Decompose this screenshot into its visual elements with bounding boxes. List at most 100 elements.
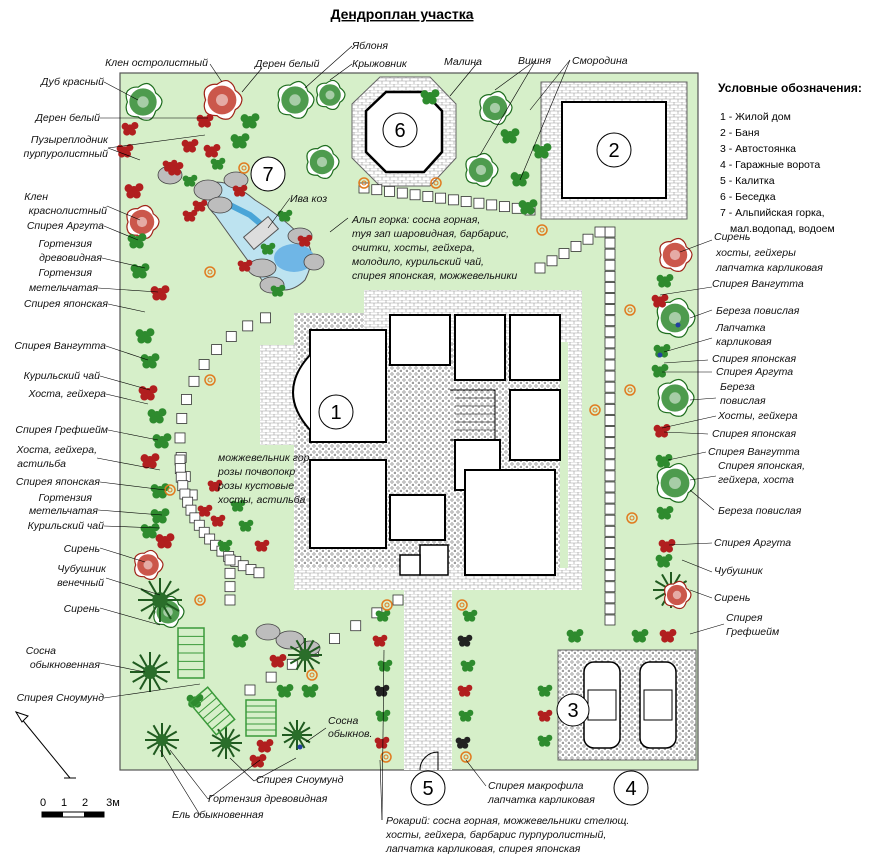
label-spirea-makro-2: лапчатка карликовая: [487, 794, 595, 806]
shrub-icon: [455, 736, 471, 749]
shrub-icon: [182, 174, 198, 187]
leader-line: [663, 337, 713, 353]
stepping-stone: [242, 320, 254, 332]
stepping-stone: [604, 537, 616, 548]
label-gort-drev-2: древовидная: [39, 252, 102, 264]
flower-icon: [463, 754, 469, 760]
stepping-stone: [604, 348, 616, 360]
leader-line: [329, 217, 349, 233]
label-alpine-5: спирея японская, можжевельники: [352, 270, 517, 282]
shrub-icon: [301, 684, 319, 698]
label-yablonya: Яблоня: [351, 40, 388, 52]
leader-line: [659, 286, 713, 296]
leader-line: [107, 134, 206, 149]
tree-icon: [277, 80, 315, 119]
stepping-stone: [604, 570, 616, 582]
leader-line: [103, 683, 201, 699]
shrub-icon: [457, 684, 473, 697]
conifer-icon: [130, 652, 170, 692]
label-spirea-arguta-l: Спирея Аргута: [27, 220, 104, 232]
flower-icon: [384, 602, 390, 608]
label-puzyr-1: Пузыреплодник: [31, 134, 109, 146]
shrub-icon: [277, 209, 293, 222]
label-r-lapch-2: карликовая: [716, 336, 772, 348]
stepping-stone: [604, 248, 616, 260]
tree-icon: [656, 462, 696, 503]
shrub-icon: [150, 508, 170, 524]
label-spirea-yap-l2: Спирея японская: [16, 476, 100, 488]
shrub-icon: [138, 385, 158, 401]
shrub-icon: [458, 709, 474, 722]
label-r-bereza-1: Береза повислая: [716, 305, 800, 317]
shrub-icon: [238, 519, 254, 532]
leader-line: [106, 205, 141, 221]
stepping-stone: [604, 592, 616, 604]
stepping-stone: [604, 282, 616, 293]
stepping-stone: [174, 432, 186, 444]
wicket-number: 5: [422, 778, 433, 800]
leader-line: [229, 757, 255, 782]
stepping-stone: [604, 337, 616, 349]
label-klen-ostro: Клен остролистный: [105, 57, 208, 69]
label-deren-left: Дерен белый: [35, 112, 101, 124]
leader-line: [107, 303, 146, 313]
flower-icon: [627, 387, 633, 393]
bath-number: 2: [608, 140, 619, 162]
stepping-stone: [409, 189, 421, 201]
leader-line: [159, 749, 201, 816]
stepping-stone: [604, 304, 616, 316]
stepping-stone: [604, 525, 616, 537]
label-r-siren-2: Сирень: [714, 592, 750, 604]
shrub-icon: [217, 539, 233, 552]
stepping-stone: [604, 381, 616, 393]
pergola-icon: [188, 686, 236, 736]
flower-icon: [460, 751, 472, 763]
label-sosna-b-1: Сосна: [328, 715, 358, 727]
stepping-stone: [211, 344, 223, 355]
shrub-icon: [651, 294, 669, 308]
tree-icon: [134, 549, 164, 581]
leader-line: [97, 509, 163, 516]
label-r-gref-1: Спирея: [726, 612, 763, 624]
shrub-icon: [152, 433, 172, 449]
shrub-icon: [655, 454, 673, 468]
rock: [193, 179, 223, 201]
shrub-icon: [147, 408, 167, 424]
tree-icon: [126, 204, 160, 239]
leader-line: [668, 542, 713, 546]
stepping-stone: [460, 196, 472, 207]
label-r-chub: Чубушник: [714, 565, 764, 577]
stepping-stone: [604, 437, 616, 449]
shrub-icon: [500, 128, 520, 144]
label-alpine-1: Альп горка: сосна горная,: [351, 214, 480, 226]
stepping-stone: [225, 331, 237, 342]
gate-number-circle: [613, 770, 649, 806]
leader-line: [99, 375, 151, 391]
leader-line: [103, 81, 139, 101]
shrub-icon: [372, 634, 388, 647]
shrub-icon: [210, 157, 226, 170]
legend-item-6: 6 - Беседка: [720, 191, 776, 203]
stepping-stone: [604, 315, 616, 327]
leader-line: [494, 59, 537, 91]
stepping-stone: [392, 594, 404, 606]
label-r-spirea-arg: Спирея Аргута: [716, 366, 793, 378]
shrub-icon: [375, 609, 391, 622]
stepping-stone: [181, 394, 192, 405]
leader-line: [689, 623, 725, 635]
stepping-stone: [198, 526, 210, 538]
shrub-icon: [197, 504, 213, 517]
stepping-stone: [546, 255, 558, 267]
stepping-stone: [594, 226, 606, 238]
flower-icon: [539, 227, 545, 233]
gazebo-number: 6: [394, 120, 405, 142]
leader-line: [379, 759, 383, 821]
stepping-stone: [604, 548, 616, 559]
leader-line: [679, 239, 713, 253]
flower-icon: [238, 162, 250, 174]
label-chub-ven-2: венечный: [57, 577, 104, 589]
label-kuril-l: Курильский чай: [24, 370, 101, 382]
shrub-icon: [237, 259, 253, 272]
leader-line: [689, 589, 713, 599]
